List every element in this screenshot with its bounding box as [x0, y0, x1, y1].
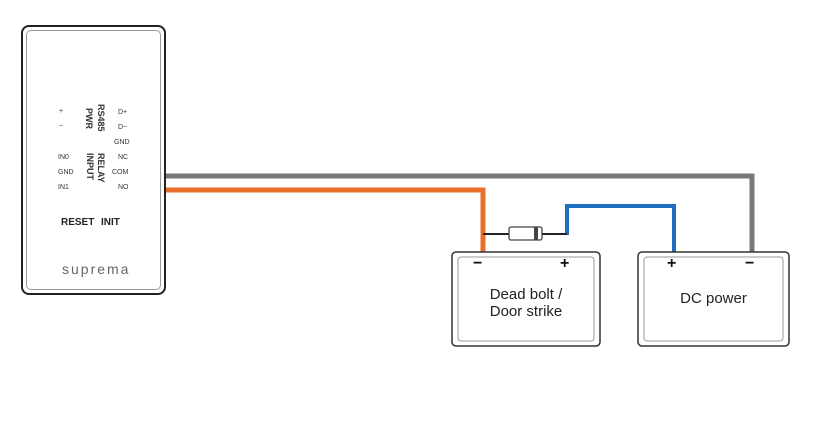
device-inner-frame	[26, 30, 161, 290]
orange-wire	[166, 187, 486, 252]
pwr-minus-label: −	[59, 123, 64, 130]
power-title: DC power	[680, 290, 747, 307]
relay-label: RELAY	[96, 153, 106, 183]
pwr-label: PWR	[84, 108, 94, 129]
input-in0-label: IN0	[58, 154, 69, 161]
gray-wire	[166, 173, 755, 252]
diode	[508, 226, 543, 241]
rs485-label: RS485	[96, 104, 106, 132]
lock-plus-label: +	[560, 255, 570, 272]
relay-nc-label: NC	[118, 154, 129, 161]
input-in1-label: IN1	[58, 184, 69, 191]
init-label: INIT	[101, 217, 120, 228]
power-plus-label: +	[667, 255, 677, 272]
input-label: INPUT	[85, 153, 95, 180]
rs485-dplus-label: D+	[118, 109, 128, 116]
input-gnd-label: GND	[58, 169, 74, 176]
power-box	[637, 251, 790, 347]
brand-logo: suprema	[62, 261, 131, 277]
lock-box	[451, 251, 601, 347]
lock-minus-label: −	[473, 255, 483, 272]
relay-com-label: COM	[112, 169, 129, 176]
power-minus-label: −	[745, 255, 755, 272]
lock-title-line2: Door strike	[489, 303, 563, 320]
rs485-gnd-label: GND	[114, 139, 130, 146]
lock-title: Dead bolt / Door strike	[452, 286, 600, 320]
blue-wire	[565, 204, 676, 252]
pwr-plus-label: +	[59, 108, 64, 115]
reset-label: RESET	[61, 217, 95, 228]
lock-title-line1: Dead bolt /	[489, 286, 563, 303]
relay-no-label: NO	[118, 184, 129, 191]
device-frame	[21, 25, 166, 295]
rs485-dminus-label: D−	[118, 124, 128, 131]
